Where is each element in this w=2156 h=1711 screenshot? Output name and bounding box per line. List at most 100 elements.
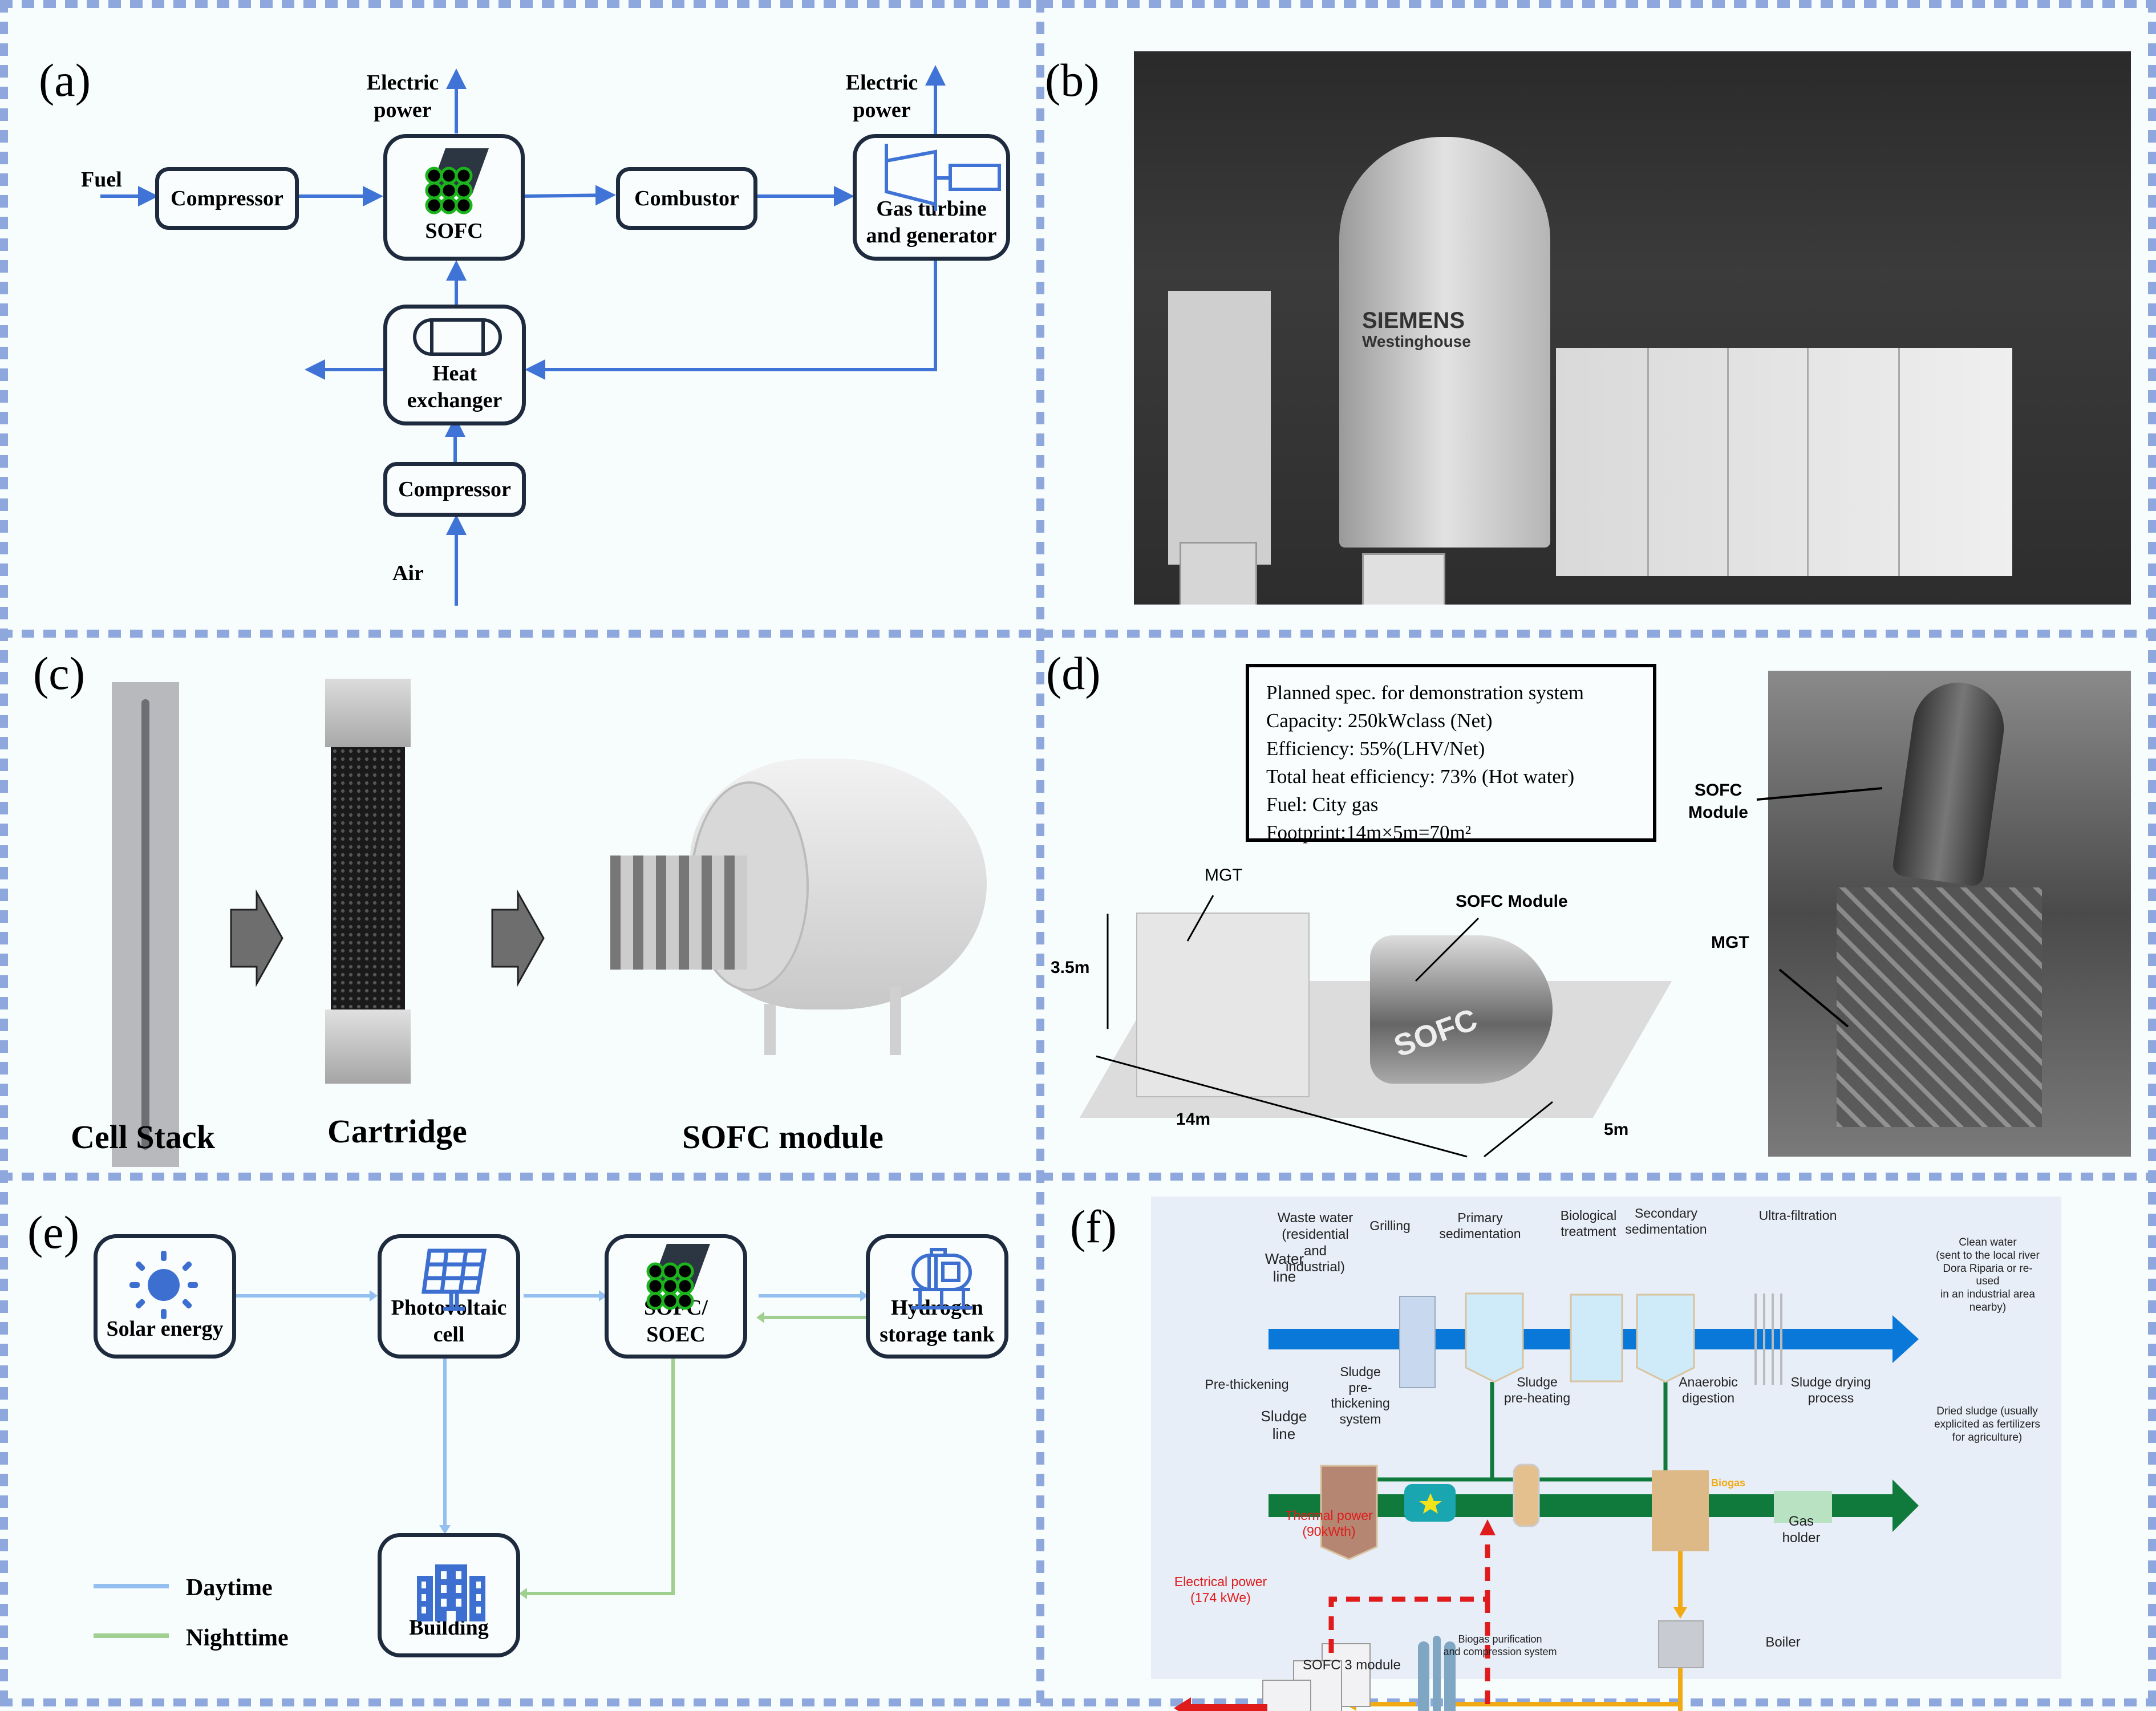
- control-cabinets: [1556, 348, 2012, 576]
- panel-e-flow-lines: [94, 1290, 868, 1638]
- boiler-heat-line: [1485, 1599, 1490, 1711]
- sofc-gt-hybrid-photo: SIEMENS Westinghouse: [1134, 51, 2131, 605]
- label-thermal-power: Thermal power(90kWth): [1285, 1508, 1373, 1539]
- photo-label-leaders: [1756, 787, 1883, 1028]
- secondary-sedimentation-tank: [1636, 1294, 1695, 1383]
- monitor-2: [1362, 553, 1445, 605]
- compressor-fuel-box: Compressor: [155, 167, 299, 230]
- label-electrical-power: Electrical power(174 kWe): [1174, 1574, 1267, 1605]
- legend-nighttime-label: Nighttime: [186, 1625, 289, 1651]
- divider-top: [0, 0, 2156, 8]
- arrow-cartridge-to-module: [491, 889, 545, 987]
- photovoltaic-cell-box: Photovoltaic cell: [378, 1234, 520, 1359]
- wastewater-plant-diagram: [1151, 1197, 2061, 1679]
- monitor-1: [1180, 542, 1257, 605]
- compressor-air-box: Compressor: [383, 462, 526, 517]
- water-line-arrowhead: [1892, 1315, 1919, 1363]
- thermal-power-line: [1328, 1535, 1490, 1653]
- gas-holder-tank: [1658, 1620, 1704, 1668]
- divider-left: [0, 0, 8, 1708]
- panel-f-flows: [1174, 1292, 1919, 1711]
- caption-cartridge: Cartridge: [327, 1113, 467, 1150]
- arrow-sofc-to-combustor: [523, 185, 616, 206]
- panel-label-d: (d): [1046, 647, 1101, 699]
- sun-icon: [129, 1251, 198, 1319]
- render-label-mgt: MGT: [1205, 866, 1243, 885]
- divider-right: [2148, 0, 2156, 1708]
- render-dim-height: 3.5m: [1051, 958, 1090, 977]
- demo-system-photo: [1768, 671, 2131, 1157]
- heat-exchanger-icon: [413, 318, 502, 356]
- spec-efficiency: Efficiency: 55%(LHV/Net): [1266, 737, 1485, 760]
- label-boiler: Boiler: [1765, 1635, 1801, 1650]
- cell-tube: [141, 699, 149, 1150]
- caption-sofc-module: SOFC module: [682, 1118, 884, 1155]
- photo-label-mgt: MGT: [1711, 933, 1749, 952]
- panel-a-flow-lines: [100, 65, 946, 606]
- label-pre-thickening: Pre-thickening: [1205, 1377, 1289, 1392]
- spec-capacity: Capacity: 250kWclass (Net): [1266, 709, 1493, 732]
- label-ultra-filtration: Ultra-filtration: [1758, 1208, 1837, 1223]
- cartridge-image: [325, 679, 411, 1084]
- biological-treatment-tank: [1570, 1294, 1623, 1382]
- hydrogen-storage-box: Hydrogen storage tank: [866, 1234, 1008, 1359]
- side-enclosure: [1168, 291, 1271, 565]
- anaerobic-digester: [1652, 1470, 1709, 1551]
- sofc-soec-box: SOFC/ SOEC: [605, 1234, 747, 1359]
- electrical-power-line: [1188, 1704, 1267, 1711]
- panel-label-b: (b): [1045, 54, 1100, 106]
- label-sofc-3-module: SOFC 3 module: [1302, 1657, 1401, 1673]
- spec-box: Planned spec. for demonstration system C…: [1246, 664, 1656, 844]
- pressure-vessel: [1339, 137, 1550, 548]
- demo-system-render: SOFC MGT SOFC Module 3.5m 14m 5m: [1051, 866, 1684, 1163]
- sofc-tube-stack-icon: [425, 148, 489, 214]
- cell-stack-image: [112, 682, 179, 1167]
- sofc-tube-stack-icon: [646, 1244, 710, 1310]
- gas-turbine-box: Gas turbine and generator: [853, 134, 1010, 261]
- solar-energy-box: Solar energy: [94, 1234, 236, 1359]
- primary-sedimentation-tank: [1465, 1292, 1524, 1383]
- sofc-module-units: [1262, 1643, 1371, 1711]
- arrow-cellstack-to-cartridge: [230, 889, 283, 987]
- render-label-sofc-module: SOFC Module: [1456, 892, 1568, 911]
- combustor-box: Combustor: [616, 167, 757, 230]
- divider-middle: [1036, 0, 1044, 1708]
- photo-label-sofc-module: SOFC Module: [1688, 781, 1748, 822]
- panel-label-c: (c): [33, 647, 86, 699]
- render-dim-length: 14m: [1176, 1110, 1211, 1129]
- render-dimension-arrows: [1096, 895, 1553, 1158]
- grilling-screen: [1399, 1296, 1436, 1388]
- label-biogas: Biogas: [1711, 1477, 1746, 1489]
- building-box: Building: [378, 1533, 520, 1657]
- caption-cell-stack: Cell Stack: [71, 1118, 215, 1155]
- air-label: Air: [392, 561, 424, 585]
- heat-exchanger-box: Heat exchanger: [383, 305, 526, 425]
- label-grilling: Grilling: [1369, 1218, 1411, 1233]
- pre-thickening-tank: [1320, 1465, 1378, 1560]
- sofc-module-image: [587, 759, 998, 1055]
- divider-row-2: [0, 1173, 2156, 1181]
- turbine-generator-icon: [885, 144, 1001, 211]
- panel-label-e: (e): [27, 1206, 80, 1258]
- panel-label-a: (a): [39, 54, 91, 106]
- siemens-westinghouse-logo: SIEMENS Westinghouse: [1362, 308, 1471, 350]
- spec-heat-efficiency: Total heat efficiency: 73% (Hot water): [1266, 765, 1575, 788]
- divider-row-1: [0, 630, 2156, 638]
- night-sofc-to-building: [527, 1357, 675, 1595]
- sludge-preheater: [1513, 1463, 1540, 1527]
- solar-panel-icon: [421, 1248, 487, 1311]
- panel-label-f: (f): [1070, 1201, 1117, 1252]
